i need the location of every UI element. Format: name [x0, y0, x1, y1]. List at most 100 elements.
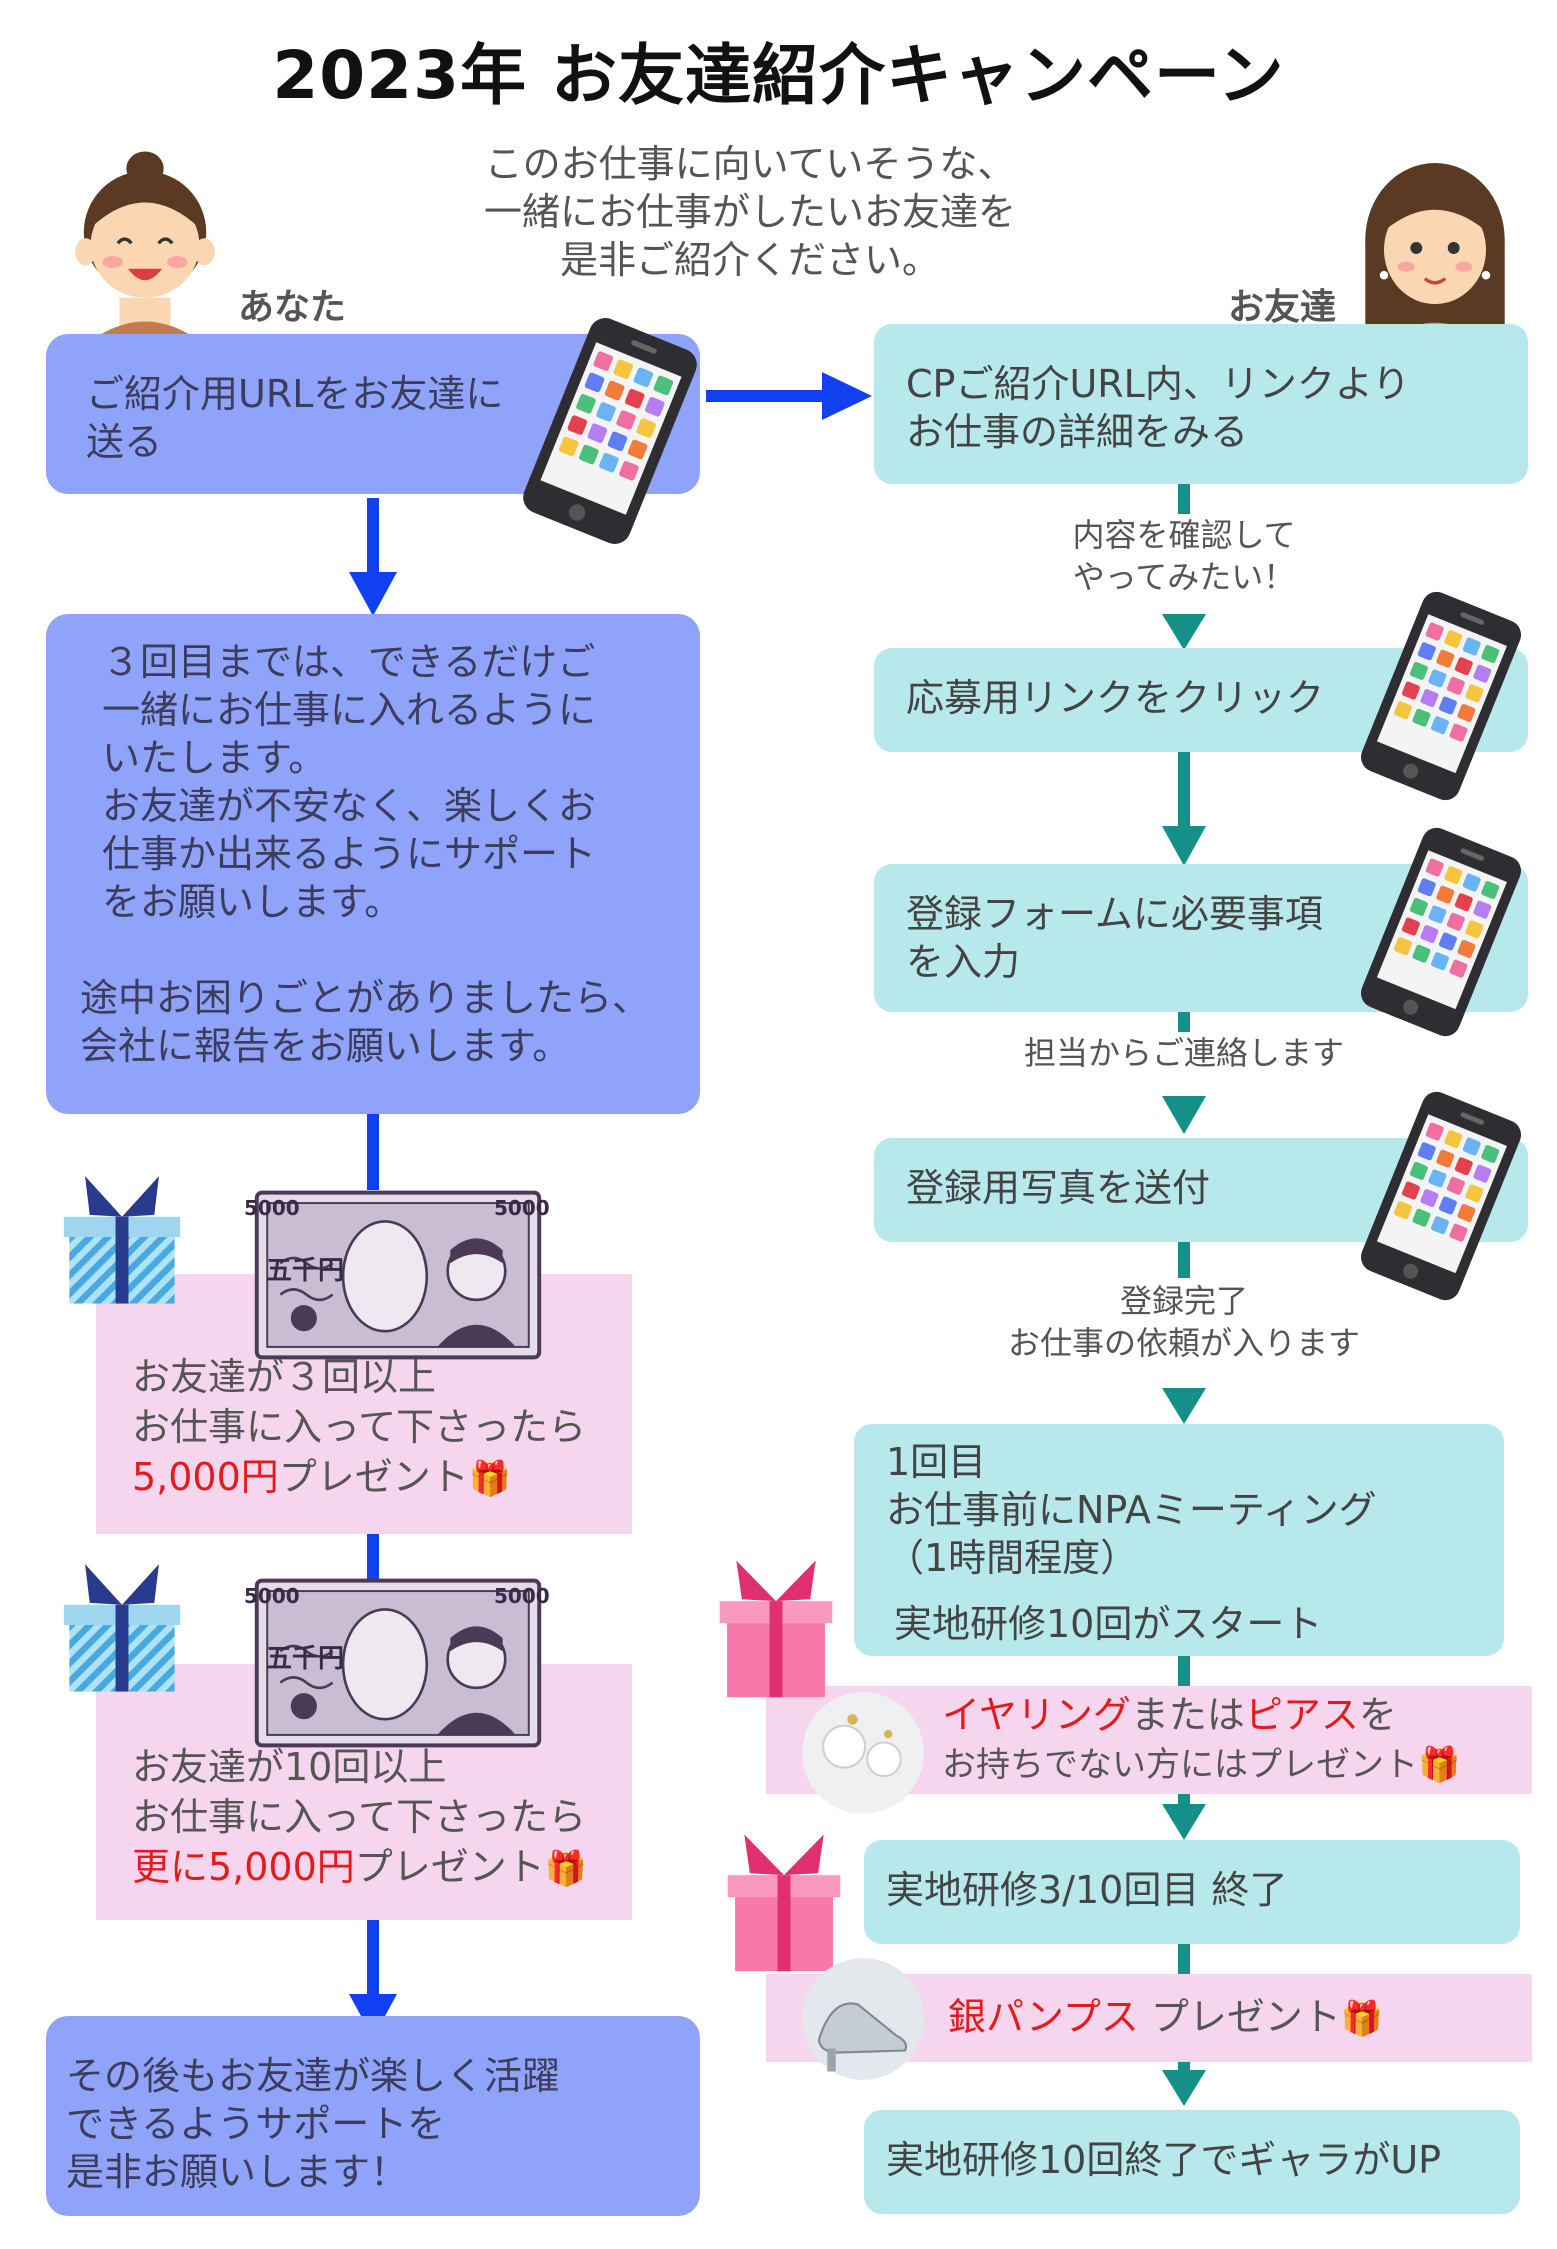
flow-line	[1178, 1944, 1190, 1974]
smartphone-icon	[1346, 590, 1536, 802]
pumps-word: 銀パンプス	[948, 1995, 1139, 2039]
earring-image-icon	[800, 1690, 926, 1816]
flow-arrow-right-icon	[822, 372, 872, 420]
support-note-line: 会社に報告をお願いします。	[80, 1024, 571, 1068]
gift-box-icon	[724, 1826, 844, 1976]
gift-earring-line: イヤリングまたはピアスを	[942, 1690, 1532, 1740]
register-form-line: 登録フォームに必要事項	[906, 892, 1323, 936]
gift-earring-end: を	[1358, 1693, 1397, 1737]
reward-line: お友達が３回以上	[132, 1355, 437, 1399]
final-line: 是非お願いします！	[66, 2150, 409, 2194]
final-line: できるようサポートを	[66, 2102, 446, 2146]
smartphone-icon	[1346, 1090, 1536, 1302]
first-session-line: 1回目	[886, 1440, 987, 1484]
view-details-line: お仕事の詳細をみる	[906, 410, 1249, 454]
reward-line: お仕事に入って下さったら	[132, 1795, 587, 1839]
pumps-image-icon	[800, 1956, 926, 2082]
intro-line: 一緒にお仕事がしたいお友達を	[483, 190, 1016, 234]
reward-line: お友達が10回以上	[132, 1745, 447, 1789]
support-line: お友達が不安なく、楽しくお	[102, 784, 597, 828]
third-session-label: 実地研修3/10回目 終了	[886, 1868, 1288, 1912]
earring-word: イヤリング	[942, 1693, 1131, 1737]
page-title: 2023年 お友達紹介キャンペーン	[272, 37, 1285, 114]
gift-earring-mid: または	[1130, 1693, 1245, 1737]
friend-character-icon	[1350, 148, 1520, 348]
gift-box-icon	[62, 1546, 182, 1706]
gift-box-icon	[716, 1552, 836, 1702]
click-apply-label: 応募用リンクをクリック	[906, 676, 1325, 720]
friend-step-final: 実地研修10回終了でギャラがUP	[864, 2110, 1520, 2214]
first-session-line: 実地研修10回がスタート	[894, 1602, 1323, 1646]
support-line: をお願いします。	[102, 880, 403, 924]
view-details-line: CPご紹介URL内、リンクより	[906, 362, 1411, 406]
flow-arrow-down-icon	[1162, 2070, 1206, 2106]
role-friend: お友達	[1228, 287, 1337, 328]
reward-line: 更に5,000円プレゼント🎁	[132, 1842, 632, 1894]
first-session-line: （1時間程度）	[886, 1536, 1139, 1580]
banknote-number: 5000	[244, 1584, 300, 1608]
flow-label-confirm: 内容を確認して やってみたい！	[984, 514, 1384, 598]
flow-arrow-down-icon	[1162, 1804, 1206, 1840]
pierce-word: ピアス	[1244, 1693, 1359, 1737]
reward-suffix: プレゼント	[354, 1845, 545, 1889]
first-session-line: お仕事前にNPAミーティング	[886, 1488, 1377, 1532]
flow-arrow-line	[1178, 752, 1190, 832]
gift-emoji-icon: 🎁	[468, 1459, 512, 1499]
you-step-send-url-line: ご紹介用URLをお友達に	[86, 372, 504, 416]
support-line: いたします。	[102, 736, 327, 780]
gift-box-icon	[62, 1158, 182, 1318]
support-line: 一緒にお仕事に入れるように	[102, 688, 597, 732]
gift-emoji-icon: 🎁	[1418, 1745, 1461, 1785]
gift-emoji-icon: 🎁	[544, 1849, 588, 1889]
register-form-line: を入力	[906, 940, 1021, 984]
intro-line: 是非ご紹介ください。	[559, 238, 940, 282]
flow-arrow-line	[367, 1920, 379, 2000]
flow-arrow-down-icon	[1162, 826, 1206, 866]
you-character-icon	[60, 140, 230, 350]
role-you: あなた	[238, 287, 347, 328]
final-step-label: 実地研修10回終了でギャラがUP	[886, 2138, 1442, 2182]
flow-label-registered: 登録完了 お仕事の依頼が入ります	[924, 1280, 1444, 1364]
gift-earring-line: お持ちでない方にはプレゼント🎁	[942, 1740, 1532, 1790]
flow-line	[367, 1534, 379, 1582]
flow-arrow-down-icon	[349, 572, 397, 616]
smartphone-icon	[1346, 826, 1536, 1038]
flow-label-line: お仕事の依頼が入ります	[1007, 1324, 1360, 1362]
you-step-send-url-line: 送る	[86, 420, 163, 464]
flow-line	[367, 1114, 379, 1190]
final-line: その後もお友達が楽しく活躍	[66, 2054, 561, 2098]
flow-arrow-down-icon	[1162, 1388, 1206, 1424]
banknote-kanji: 五千円	[266, 1256, 345, 1286]
flow-line	[1178, 1656, 1190, 1686]
you-step-support: ３回目までは、できるだけご 一緒にお仕事に入れるように いたします。 お友達が不…	[46, 614, 700, 1114]
friend-step-third-session: 実地研修3/10回目 終了	[864, 1840, 1520, 1944]
reward-line: 5,000円プレゼント🎁	[132, 1452, 632, 1504]
banknote-number: 5000	[494, 1584, 550, 1608]
smartphone-icon	[510, 316, 710, 546]
banknote-number: 5000	[244, 1196, 300, 1220]
gift-earring-banner: イヤリングまたはピアスを お持ちでない方にはプレゼント🎁	[766, 1686, 1532, 1794]
intro-text: このお仕事に向いていそうな、 一緒にお仕事がしたいお友達を 是非ご紹介ください。	[420, 140, 1080, 284]
flow-label-line: やってみたい！	[1072, 558, 1296, 596]
flow-label-contact: 担当からご連絡します	[1023, 1034, 1344, 1072]
flow-line	[1178, 1242, 1190, 1278]
friend-step-view-details: CPご紹介URL内、リンクより お仕事の詳細をみる	[874, 324, 1528, 484]
flow-arrow-down-icon	[1162, 614, 1206, 650]
flow-label-line: 内容を確認して	[1072, 516, 1296, 554]
gift-emoji-icon: 🎁	[1340, 1999, 1384, 2039]
support-line: ３回目までは、できるだけご	[102, 640, 596, 684]
gift-pumps-suffix: プレゼント	[1138, 1995, 1341, 2039]
support-note-line: 途中お困りごとがありましたら、	[80, 976, 651, 1020]
flow-arrow-line	[367, 498, 379, 578]
flow-line	[1178, 1012, 1190, 1032]
support-line: 仕事か出来るようにサポート	[102, 832, 597, 876]
flow-line	[1178, 484, 1190, 514]
banknote-number: 5000	[494, 1196, 550, 1220]
friend-step-first-session: 1回目 お仕事前にNPAミーティング （1時間程度） 実地研修10回がスタート	[854, 1424, 1504, 1656]
flow-arrow-down-icon	[1162, 1096, 1206, 1134]
reward-suffix: プレゼント	[278, 1455, 469, 1499]
flow-label-line: 登録完了	[1119, 1282, 1248, 1320]
flow-line	[1178, 1794, 1190, 1804]
you-step-final: その後もお友達が楽しく活躍 できるようサポートを 是非お願いします！	[46, 2016, 700, 2216]
reward-line: お仕事に入って下さったら	[132, 1405, 587, 1449]
